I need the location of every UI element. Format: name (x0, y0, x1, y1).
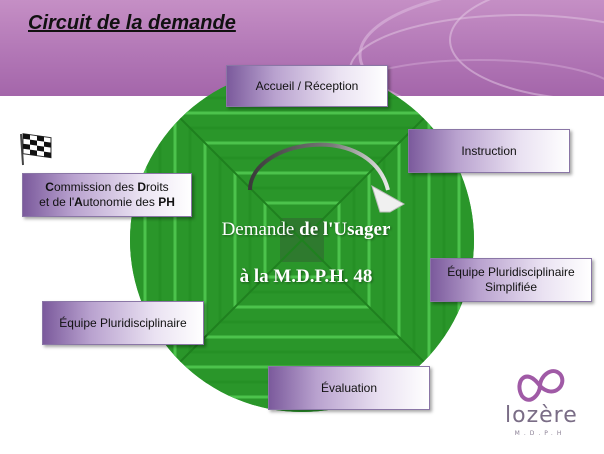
step-commission-line2: et de l'Autonomie des PH (39, 195, 175, 209)
logo-word: lozère (505, 403, 578, 428)
step-accueil-label: Accueil / Réception (255, 78, 359, 93)
step-accueil: Accueil / Réception (226, 65, 388, 107)
step-equipe: Équipe Pluridisciplinaire (42, 301, 204, 345)
step-evaluation-label: Évaluation (320, 380, 378, 395)
step-commission-line1: Commission des Droits (45, 180, 169, 194)
step-equipe-label: Équipe Pluridisciplinaire (59, 315, 187, 330)
step-equipe-simplifiee: Équipe Pluridisciplinaire Simplifiée (430, 258, 592, 302)
logo-subtitle: M.D.P.H (514, 430, 566, 437)
lozere-logo-icon (517, 369, 565, 402)
step-instruction: Instruction (408, 129, 570, 173)
step-evaluation: Évaluation (268, 366, 430, 410)
checkered-flag-icon (20, 133, 52, 166)
step-equipe-simplifiee-line1: Équipe Pluridisciplinaire (447, 265, 575, 279)
cycle-arrow (248, 142, 390, 191)
page-title: Circuit de la demande (28, 12, 236, 34)
step-instruction-label: Instruction (461, 143, 517, 158)
arrow-head-icon (371, 184, 406, 213)
center-line-1: Demande de l'Usager (221, 219, 391, 240)
step-equipe-simplifiee-line2: Simplifiée (484, 280, 538, 294)
center-line-2: à la M.D.P.H. 48 (239, 266, 373, 287)
step-commission: Commission des Droits et de l'Autonomie … (22, 173, 192, 217)
